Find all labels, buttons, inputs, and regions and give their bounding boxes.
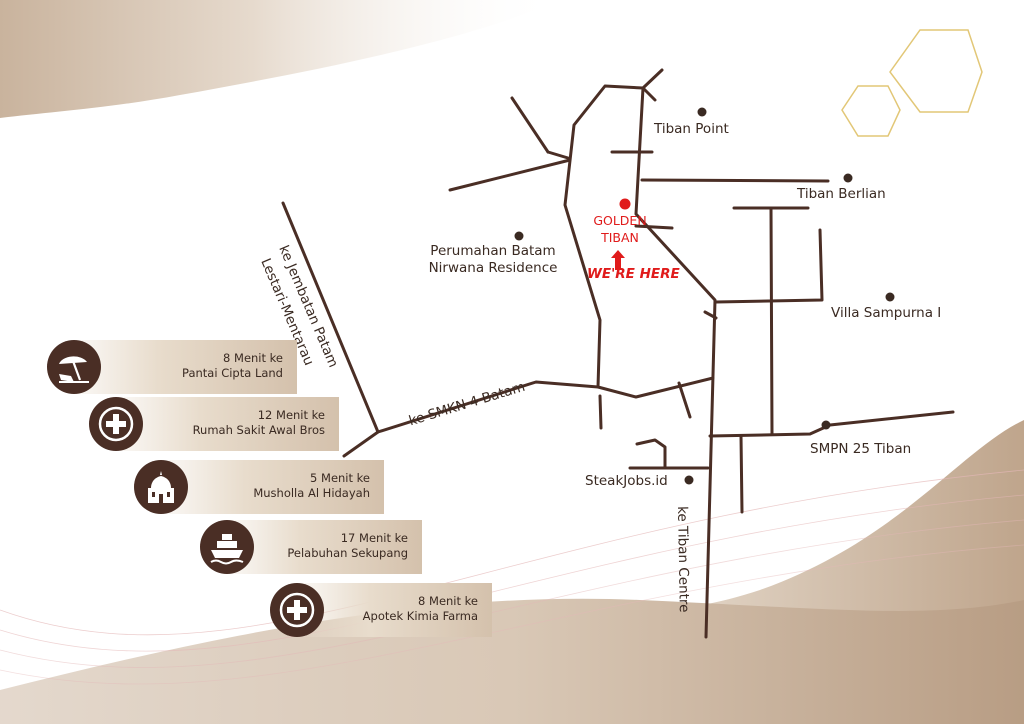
poi-time: 8 Menit ke: [418, 594, 478, 608]
poi-name: Pelabuhan Sekupang: [287, 546, 408, 560]
medical-cross-icon: [270, 583, 324, 637]
road-east-3: [634, 224, 674, 230]
poi-name: Apotek Kimia Farma: [362, 609, 478, 623]
were-here-label: WE'RE HERE: [587, 266, 680, 282]
poi-time: 5 Menit ke: [310, 471, 370, 485]
hexagon-large: [889, 29, 983, 113]
road-tiban-berlian: [640, 178, 830, 183]
golden-tiban-label-line2: TIBAN: [601, 230, 639, 245]
golden-tiban-label-line1: GOLDEN: [593, 213, 647, 228]
road-main-loop: [563, 84, 717, 639]
road-south-stub-1: [598, 394, 603, 430]
villa-label: Villa Sampurna I: [831, 305, 942, 321]
golden-tiban-marker: [619, 198, 631, 210]
thin-lines-4: [0, 544, 1024, 685]
mosque-icon: [134, 460, 188, 514]
hexagon-small: [841, 85, 901, 137]
steakjobs-marker: [684, 475, 694, 485]
bottom-wave: [0, 598, 1024, 724]
road-smkn: [342, 380, 600, 458]
road-east-stub: [703, 310, 718, 320]
smpn-marker: [821, 420, 831, 430]
road-west-3: [448, 158, 572, 192]
tiban-point-marker: [697, 107, 707, 117]
tiban-berlian-label: Tiban Berlian: [797, 186, 886, 202]
perumahan-label-line1: Perumahan Batam: [430, 243, 556, 259]
perumahan-label-line2: Nirwana Residence: [428, 260, 558, 276]
poi-time: 17 Menit ke: [340, 531, 408, 545]
top-wave: [0, 0, 560, 118]
villa-marker: [885, 292, 895, 302]
road-east-south: [739, 434, 744, 514]
poi-time: 8 Menit ke: [223, 351, 283, 365]
steakjobs-label: SteakJobs.id: [585, 473, 668, 489]
road-label-tiban-centre: ke Tiban Centre: [674, 506, 692, 613]
poi-name: Rumah Sakit Awal Bros: [192, 423, 325, 437]
road-west-1: [510, 96, 550, 154]
poi-name: Pantai Cipta Land: [182, 366, 283, 380]
ship-icon: [200, 520, 254, 574]
tiban-berlian-marker: [843, 173, 853, 183]
poi-time: 12 Menit ke: [257, 408, 325, 422]
road-villa: [714, 228, 824, 304]
road-top-branch-2: [641, 86, 657, 102]
beach-umbrella-icon: [47, 340, 101, 394]
road-steakjobs-hook: [635, 438, 667, 470]
road-top-branch: [641, 68, 664, 90]
tiban-point-label: Tiban Point: [654, 121, 729, 137]
road-east-vertical: [769, 206, 774, 436]
medical-cross-icon: [89, 397, 143, 451]
perumahan-marker: [514, 231, 524, 241]
road-jembatan: [281, 201, 380, 434]
road-south-stub-2: [677, 381, 692, 419]
smpn-label: SMPN 25 Tiban: [810, 441, 912, 457]
road-west-2: [546, 150, 570, 160]
up-arrow-icon: [611, 250, 625, 270]
road-smpn: [708, 410, 955, 438]
poi-name: Musholla Al Hidayah: [253, 486, 370, 500]
